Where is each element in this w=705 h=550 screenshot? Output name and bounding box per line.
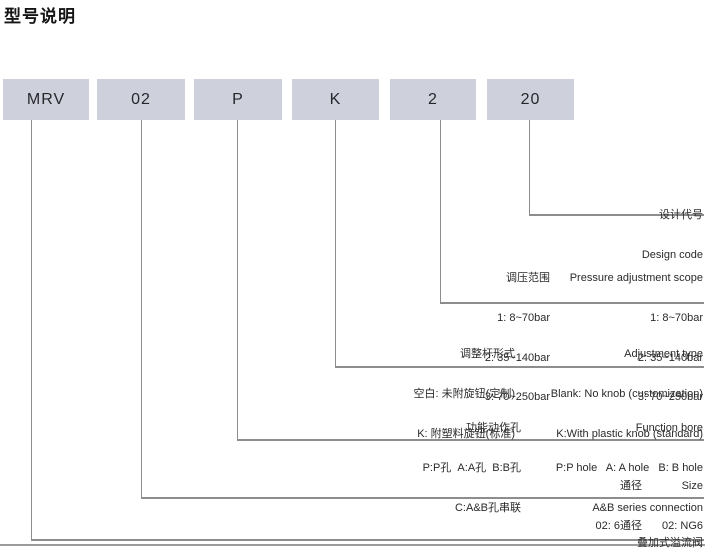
connector-size-horizontal [141,497,704,499]
legend-row: 通径 Size [493,480,703,493]
legend-row: K: 附塑料旋钮(标准) K:With plastic knob (standa… [308,428,703,441]
model-code-box-size: 02 [97,79,185,120]
legend-cell-cn: 3: 70~250bar [484,391,550,404]
legend-row: 调压范围 Pressure adjustment scope [433,272,703,285]
legend-function-bore: 功能动作孔 Function bore P:P孔 A:A孔 B:B孔 P:P h… [308,396,703,541]
legend-cell-cn: K: 附塑料旋钮(标准) [417,427,515,440]
model-code-box-design-code: 20 [487,79,574,120]
model-code-label: 2 [428,90,438,108]
legend-design-code-cn: 设计代号 [659,209,703,222]
legend-row: 1: 8~70bar 1: 8~70bar [433,312,703,325]
connector-mrv-horizontal [31,539,704,541]
legend-cell-cn: 通径 [620,480,642,493]
legend-cell-en: K:With plastic knob (standard) [556,427,703,440]
legend-cell-cn: 1: 8~70bar [497,312,550,325]
connector-adjustment-type-vertical [335,120,336,366]
legend-cell-en: P:P hole A: A hole B: B hole [555,462,703,475]
connector-function-bore-vertical [237,120,238,439]
model-code-label: K [329,90,342,108]
page-bottom-border [0,544,705,546]
connector-size-vertical [141,120,142,497]
legend-cell-en: 3: 70~250bar [637,391,703,404]
connector-design-code-vertical [529,120,530,214]
model-code-box-function-bore: P [194,79,282,120]
legend-cell-en: 1: 8~70bar [650,312,703,325]
model-code-label: 20 [520,90,541,108]
legend-cell-en: Pressure adjustment scope [569,272,703,285]
model-code-box-pressure-scope: 2 [390,79,476,120]
legend-row: 2: 35~140bar 2: 35~140bar [433,352,703,365]
model-code-label: P [232,90,244,108]
model-code-box-mrv: MRV [3,79,89,120]
connector-pressure-scope-horizontal [440,302,704,304]
connector-adjustment-type-horizontal [335,366,704,368]
legend-cell-en: Size [681,480,703,493]
legend-row: 3: 70~250bar 3: 70~250bar [433,391,703,404]
legend-adjustment-type: 调整杆形式 Adjustment type 空白: 未附旋钮(定制) Blank… [308,322,703,467]
legend-cell-cn: 空白: 未附旋钮(定制) [413,388,515,401]
legend-row: 调整杆形式 Adjustment type [308,348,703,361]
legend-product-name-cn: 叠加式溢流阀 [637,537,703,550]
legend-cell-en: A&B series connection [592,501,703,514]
legend-row: C:A&B孔串联 A&B series connection [308,502,703,515]
legend-cell-en: 02: NG6 [662,520,703,533]
legend-row: P:P孔 A:A孔 B:B孔 P:P hole A: A hole B: B h… [308,462,703,475]
connector-pressure-scope-vertical [440,120,441,302]
legend-cell-cn: 调压范围 [506,272,550,285]
legend-cell-cn: 功能动作孔 [466,422,521,435]
legend-pressure-adjustment-scope: 调压范围 Pressure adjustment scope 1: 8~70ba… [433,246,703,431]
page-title: 型号说明 [4,7,76,26]
legend-design-code: 设计代号 Design code [493,183,703,289]
legend-cell-cn: 2: 35~140bar [484,351,550,364]
legend-row: 空白: 未附旋钮(定制) Blank: No knob (customizati… [308,388,703,401]
legend-cell-en: Adjustment type [624,348,703,361]
legend-cell-en: Function bore [635,422,703,435]
connector-function-bore-horizontal [237,439,704,441]
legend-cell-cn: C:A&B孔串联 [454,501,521,514]
legend-cell-en: 2: 35~140bar [637,351,703,364]
legend-design-code-en: Design code [641,249,703,262]
legend-cell-en: Blank: No knob (customization) [550,388,703,401]
legend-row: 功能动作孔 Function bore [308,422,703,435]
legend-product-name: 叠加式溢流阀 Modular relief valves [463,511,703,550]
connector-mrv-vertical [31,120,32,540]
legend-size: 通径 Size 02: 6通径 02: NG6 03: 10通径 03: NG1… [493,454,703,550]
legend-row: 02: 6通径 02: NG6 [493,520,703,533]
legend-cell-cn: 调整杆形式 [460,348,515,361]
model-code-box-adjustment-type: K [292,79,379,120]
model-code-label: MRV [26,90,66,108]
connector-design-code-horizontal [529,214,704,216]
legend-cell-cn: P:P孔 A:A孔 B:B孔 [422,462,521,475]
legend-cell-cn: 02: 6通径 [595,520,642,533]
model-code-label: 02 [131,90,151,108]
